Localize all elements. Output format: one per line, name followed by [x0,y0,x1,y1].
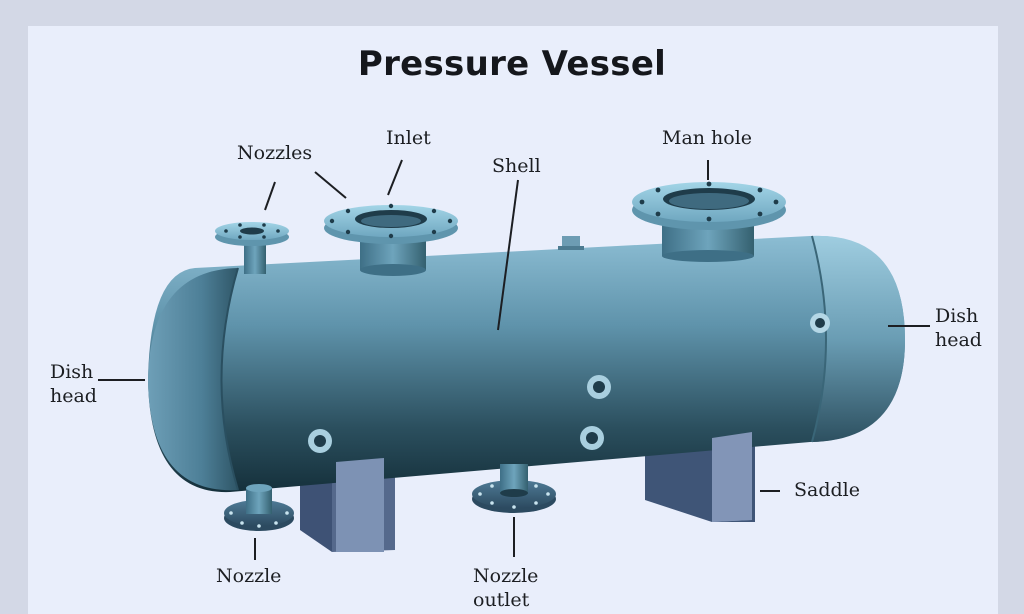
label-saddle: Saddle [794,479,860,501]
bottom-nozzle [224,484,294,531]
page-title: Pressure Vessel [357,44,667,84]
leader-nozzles-top [264,181,276,211]
label-inlet: Inlet [386,127,431,149]
label-nozzle: Nozzle [216,565,282,587]
label-dish-head-right-line1: Dish [935,305,979,327]
label-man-hole: Man hole [662,127,753,149]
label-nozzle-outlet-line2: outlet [473,589,530,611]
saddle-right-front [712,432,752,522]
label-nozzles: Nozzles [237,142,313,164]
leader-nozzles-inlet [314,171,347,199]
dish-head-right-shape [812,235,905,442]
leader-inlet [387,159,403,196]
leader-shell [497,179,519,331]
inlet-nozzle [324,203,458,276]
saddle-left-front [336,458,384,552]
label-dish-head-right: Dish head [935,304,982,352]
port-icon [587,375,611,399]
label-dish-head-right-line2: head [935,329,982,351]
port-icon [308,429,332,453]
vessel-shell [148,235,905,493]
top-nozzle [215,222,289,274]
shell-ports [308,313,830,453]
label-dish-head-left-line1: Dish [50,361,94,383]
port-icon [580,426,604,450]
leader-lines [98,159,930,560]
port-icon [810,313,830,333]
label-dish-head-left: Dish head [50,360,97,408]
label-nozzle-outlet-line1: Nozzle [473,565,539,587]
man-hole [632,181,786,262]
label-shell: Shell [492,155,541,177]
nozzle-outlet [472,464,556,513]
dish-head-left-shape [148,268,238,491]
label-dish-head-left-line2: head [50,385,97,407]
label-nozzle-outlet: Nozzle outlet [473,564,538,612]
